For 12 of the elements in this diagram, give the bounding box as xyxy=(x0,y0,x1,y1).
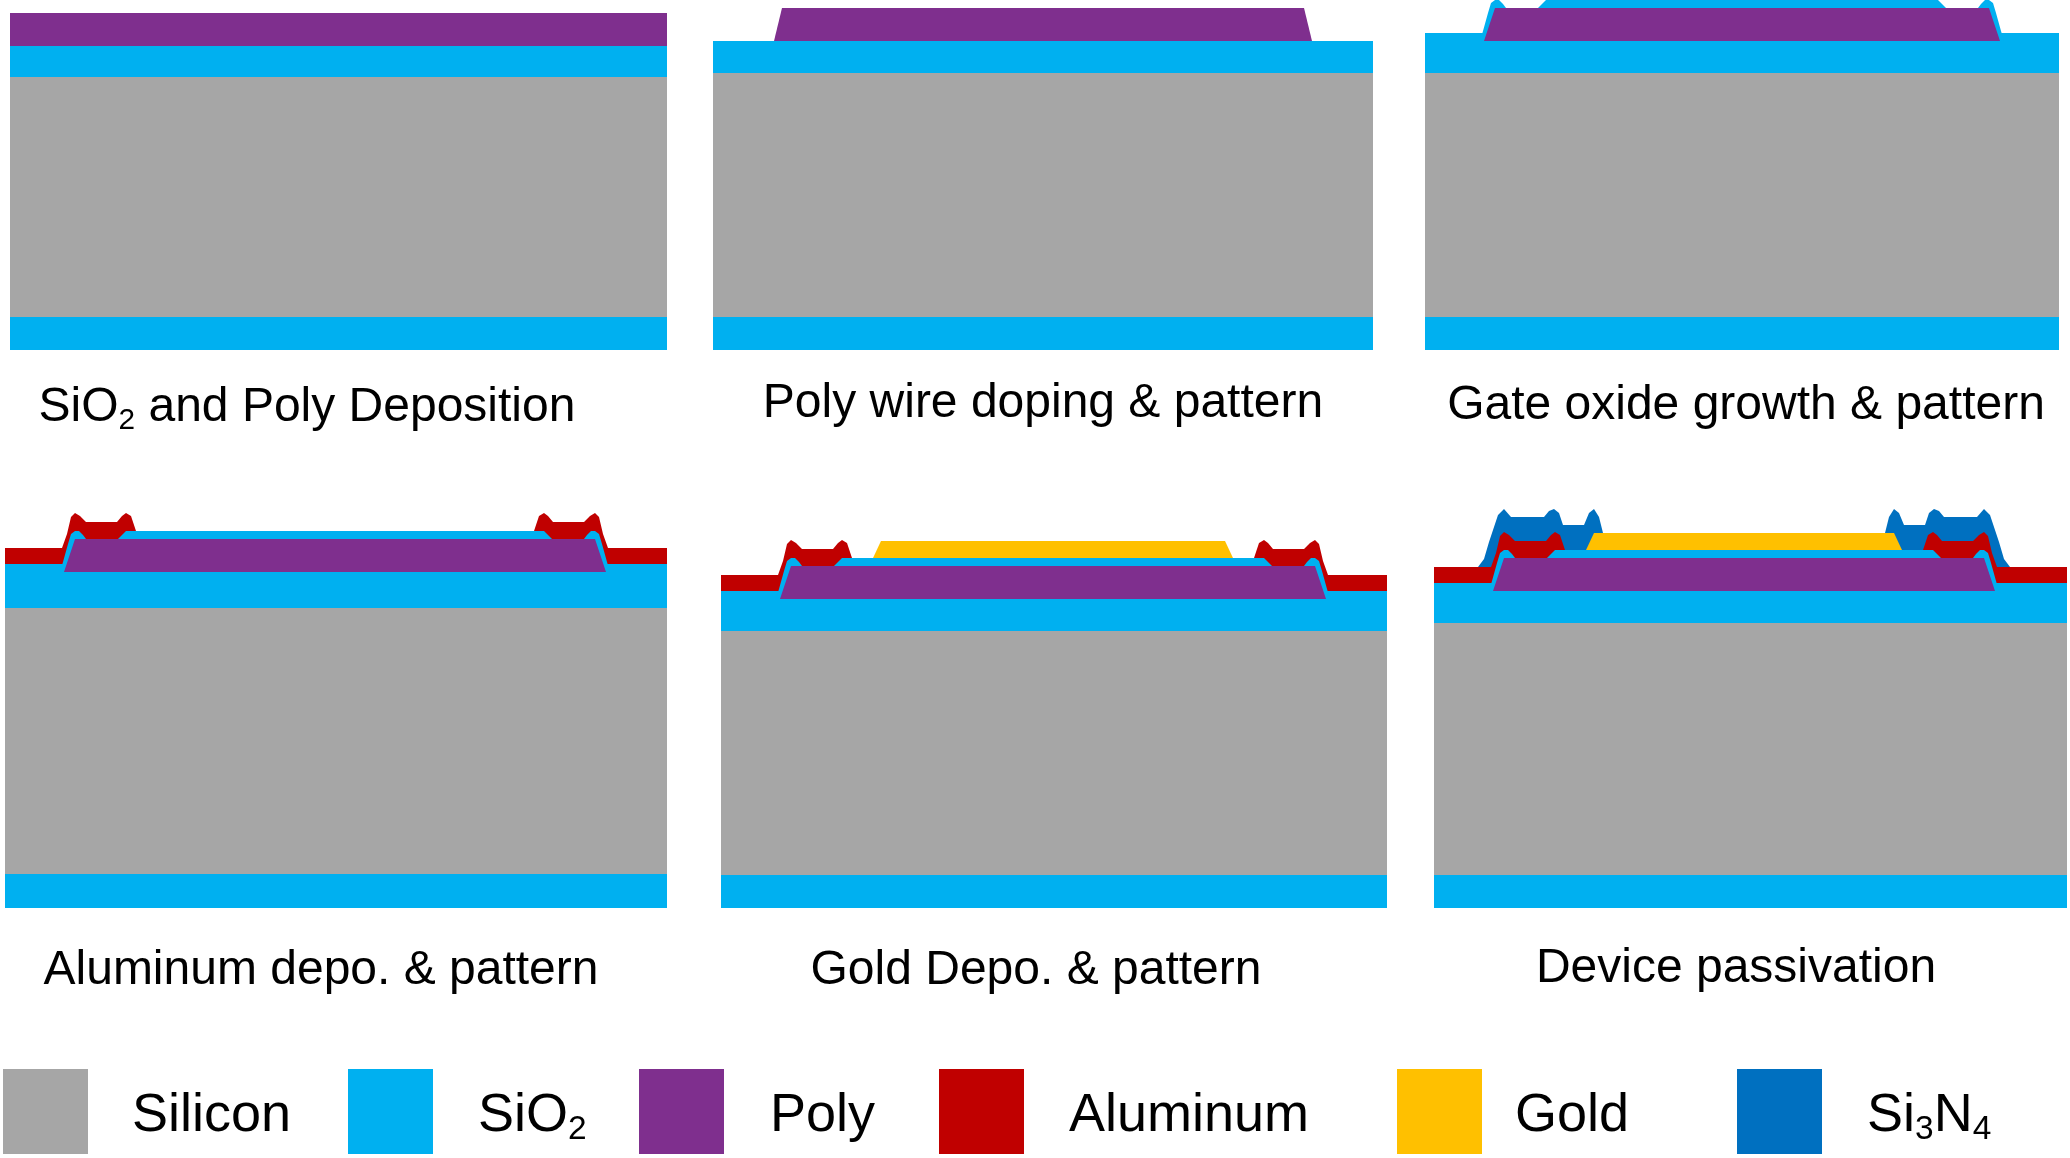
legend-label: Si$_{3}$N$_{4}$ xyxy=(1867,1080,1992,1144)
step-caption: Gold Depo. & pattern xyxy=(810,940,1262,996)
legend-label: Gold xyxy=(1515,1080,1630,1144)
step-caption: Poly wire doping & pattern xyxy=(762,373,1324,429)
legend-label: Aluminum xyxy=(1069,1080,1310,1144)
legend-label: Silicon xyxy=(132,1080,292,1144)
step-caption: Device passivation xyxy=(1535,938,1937,994)
step-caption: SiO$_{2}$ and Poly Deposition xyxy=(38,377,576,433)
step-caption: Gate oxide growth & pattern xyxy=(1447,375,2045,431)
step-caption: Aluminum depo. & pattern xyxy=(43,940,599,996)
legend-label: Poly xyxy=(770,1080,876,1144)
legend-label: SiO$_{2}$ xyxy=(478,1080,587,1144)
